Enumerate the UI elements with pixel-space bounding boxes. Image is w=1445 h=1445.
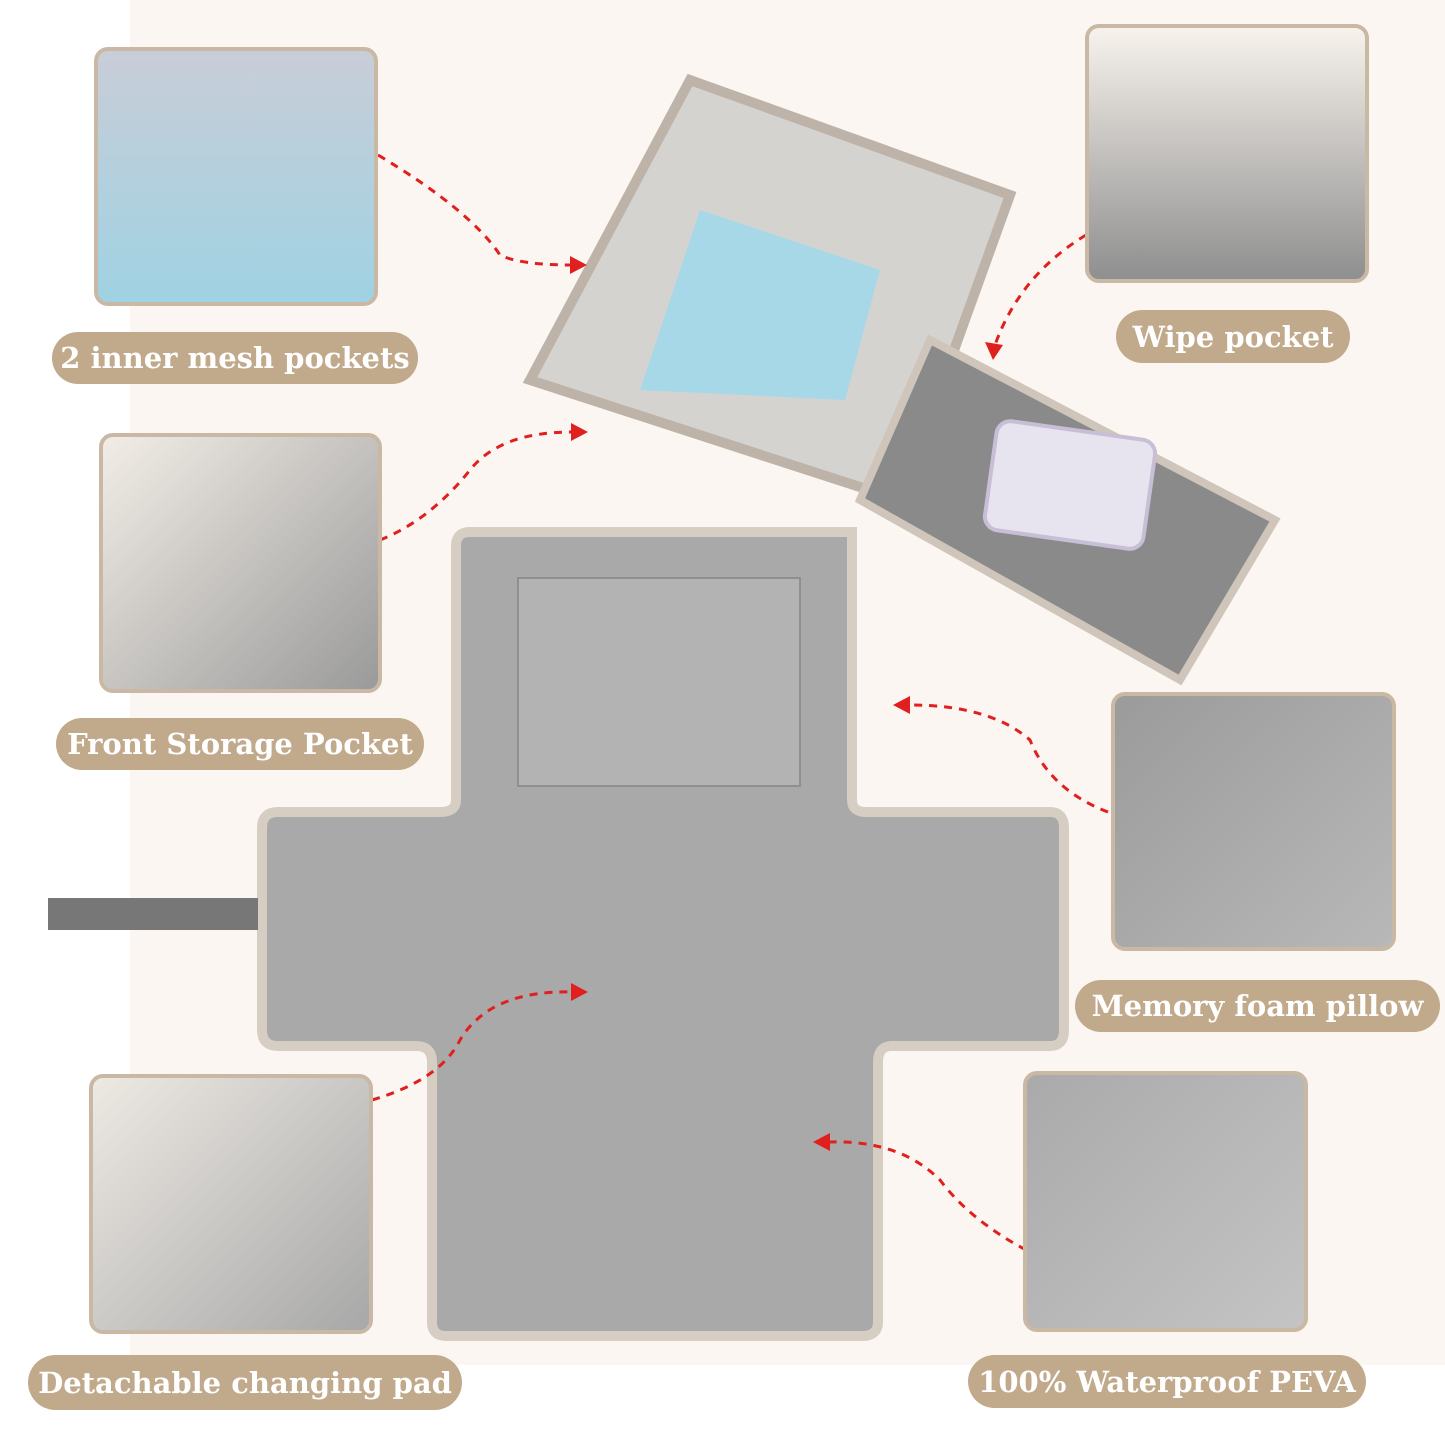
arrow-wipe	[993, 233, 1087, 346]
callout-arrows	[371, 153, 1109, 1252]
photo-waterproof	[1023, 1071, 1308, 1332]
arrowheads	[570, 256, 1003, 1151]
wipes-package	[982, 419, 1158, 551]
label-front-pocket: Front Storage Pocket	[56, 718, 424, 770]
label-waterproof: 100% Waterproof PEVA	[968, 1355, 1366, 1408]
mat-window	[517, 577, 801, 787]
arrow-mesh	[377, 153, 573, 267]
velcro-strap	[48, 898, 258, 930]
label-mesh-pockets: 2 inner mesh pockets	[52, 332, 418, 384]
label-changing-pad: Detachable changing pad	[28, 1355, 462, 1410]
photo-mesh-pockets	[94, 47, 378, 306]
photo-front-pocket	[99, 433, 382, 693]
arrow-foam	[909, 703, 1109, 814]
label-wipe-pocket: Wipe pocket	[1116, 310, 1350, 363]
arrow-front	[379, 430, 573, 542]
photo-memory-foam	[1111, 692, 1396, 951]
arrow-pad	[371, 990, 573, 1102]
arrow-peva	[829, 1140, 1027, 1252]
photo-changing-pad	[89, 1074, 373, 1334]
label-memory-foam: Memory foam pillow	[1075, 980, 1440, 1032]
diaper-pad	[640, 210, 880, 400]
changing-mat	[257, 527, 1069, 1341]
photo-wipe-pocket	[1085, 24, 1369, 283]
